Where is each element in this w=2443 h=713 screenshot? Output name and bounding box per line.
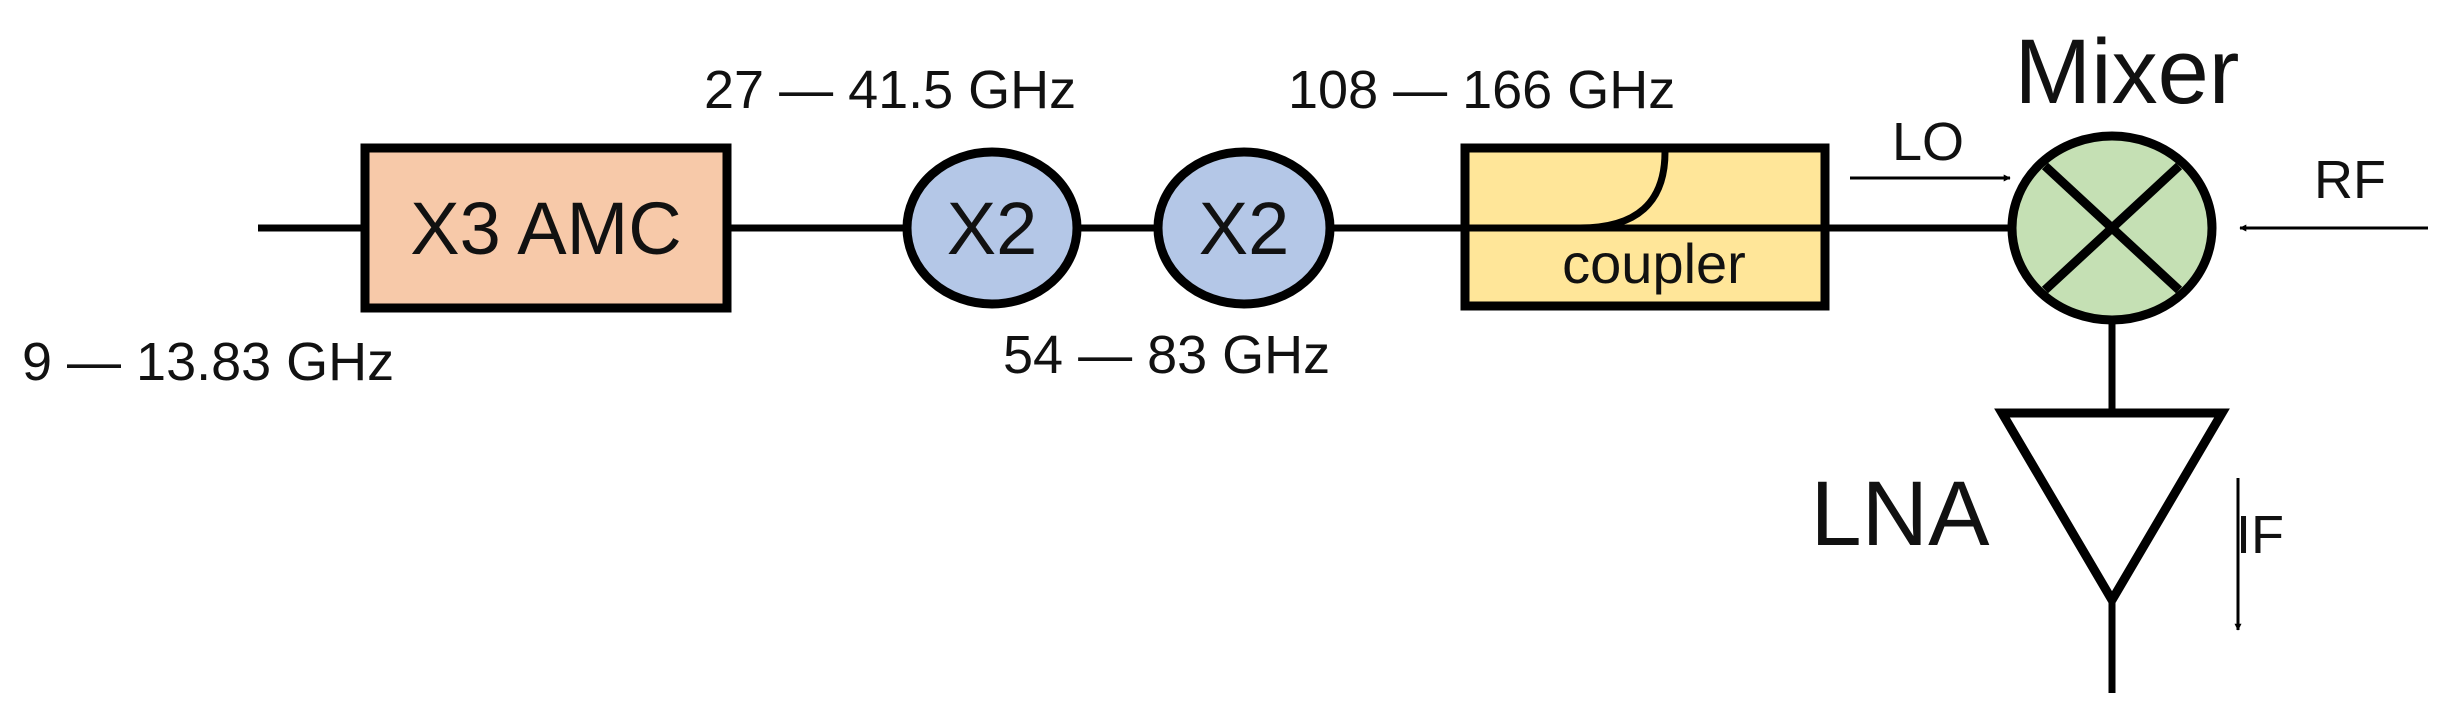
lo-label: LO <box>1892 112 1964 172</box>
doubler1-circle <box>902 147 1082 309</box>
lna-triangle <box>1994 408 2230 609</box>
mixer-label: Mixer <box>2015 21 2240 123</box>
freq-after-doubler2-label: 108 — 166 GHz <box>1288 60 1675 120</box>
if-label: IF <box>2236 505 2284 565</box>
lna-label: LNA <box>1811 463 1991 565</box>
doubler1-label: X2 <box>947 187 1038 270</box>
amc-label: X3 AMC <box>410 187 681 270</box>
amc-block <box>360 143 732 313</box>
freq-input-label: 9 — 13.83 GHz <box>22 332 394 392</box>
coupler-coupled-arc <box>1579 151 1669 232</box>
doubler2-label: X2 <box>1199 187 1290 270</box>
doubler2-circle <box>1153 147 1335 309</box>
freq-after-amc-label: 27 — 41.5 GHz <box>704 60 1076 120</box>
rf-label: RF <box>2314 150 2386 210</box>
freq-after-doubler1-label: 54 — 83 GHz <box>1003 325 1330 385</box>
coupler-label: coupler <box>1562 232 1746 295</box>
mixer-cross-b <box>2041 162 2183 294</box>
